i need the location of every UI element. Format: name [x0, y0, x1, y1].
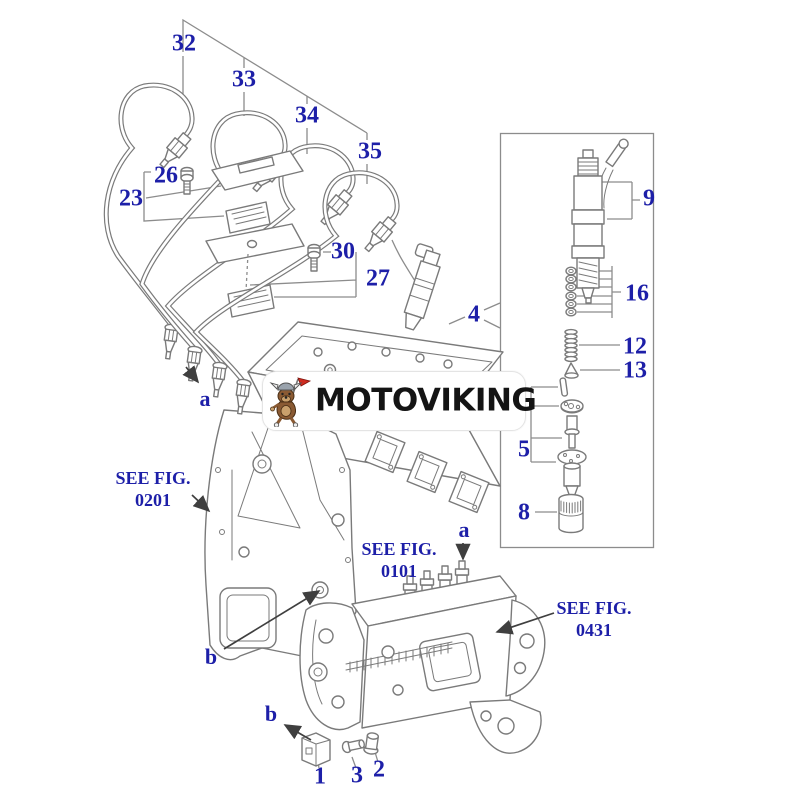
callout-9: 9: [643, 185, 655, 212]
nozzle-holder: [557, 449, 587, 498]
callout-a-pump: a: [458, 517, 470, 542]
exhaust-port: [364, 430, 406, 474]
valve-cone: [564, 362, 579, 379]
callout-33: 33: [232, 66, 256, 93]
callout-2: 2: [373, 756, 385, 783]
bolt-2: [363, 732, 379, 755]
callout-35: 35: [358, 138, 382, 165]
callout-12: 12: [623, 333, 647, 360]
pin: [559, 377, 569, 397]
spring: [564, 328, 578, 363]
callout-a-pipes: a: [199, 386, 211, 411]
washer-stack: [565, 266, 577, 317]
callout-26: 26: [154, 162, 178, 189]
callout-13: 13: [623, 357, 647, 384]
bracket-and-bolts: [301, 732, 379, 767]
callout-32: 32: [172, 30, 196, 57]
pipe-clamp-upper-27: [205, 223, 305, 292]
reference-arrows: [182, 365, 555, 741]
callout-4: 4: [468, 301, 480, 328]
bolt-30: [307, 243, 321, 272]
see-fig-0201-line1: SEE FIG.: [115, 468, 191, 488]
spacer-plate: [560, 399, 584, 414]
callout-23: 23: [119, 185, 143, 212]
injector-detail: [557, 138, 629, 534]
exhaust-port: [406, 450, 448, 494]
viking-dog-logo: [269, 377, 312, 427]
bolt-26: [180, 166, 194, 195]
see-fig-0201: SEE FIG. 0201: [115, 467, 190, 511]
callout-b-block: b: [204, 644, 218, 669]
injection-pump: [299, 560, 546, 754]
exhaust-port: [448, 470, 490, 514]
watermark-brand-text: MOTOVIKING: [315, 382, 537, 419]
injector-assembly: [571, 138, 629, 304]
see-fig-0101-line2: 0101: [381, 561, 417, 581]
leader-lines: [143, 18, 655, 769]
injection-pipe-3: [164, 143, 356, 398]
see-fig-0201-line2: 0201: [135, 490, 171, 510]
bolt-3: [341, 739, 365, 754]
callout-8: 8: [518, 499, 530, 526]
callout-16: 16: [625, 280, 649, 307]
callout-b-bracket: b: [264, 701, 278, 726]
callout-5: 5: [518, 436, 530, 463]
callout-1: 1: [314, 763, 326, 790]
see-fig-0431-line1: SEE FIG.: [556, 598, 632, 618]
callout-30: 30: [331, 238, 355, 265]
callout-34: 34: [295, 102, 319, 129]
mounting-bracket: [301, 732, 331, 767]
pipe-clamp-lower-23: [225, 201, 271, 234]
watermark-banner: MOTOVIKING: [262, 371, 537, 431]
callout-3: 3: [351, 762, 363, 789]
see-fig-0431: SEE FIG. 0431: [556, 597, 631, 641]
mounted-injector: [403, 243, 441, 331]
see-fig-0101: SEE FIG. 0101: [361, 538, 436, 582]
injection-pipes: [103, 82, 400, 415]
see-fig-0101-line1: SEE FIG.: [361, 539, 437, 559]
injection-pipe-4: [192, 170, 400, 415]
see-fig-0431-line2: 0431: [576, 620, 612, 640]
retaining-nut: [558, 493, 584, 534]
pipe-clamp-upper-23: [211, 150, 304, 191]
push-rod: [564, 415, 580, 449]
callout-27: 27: [366, 265, 390, 292]
